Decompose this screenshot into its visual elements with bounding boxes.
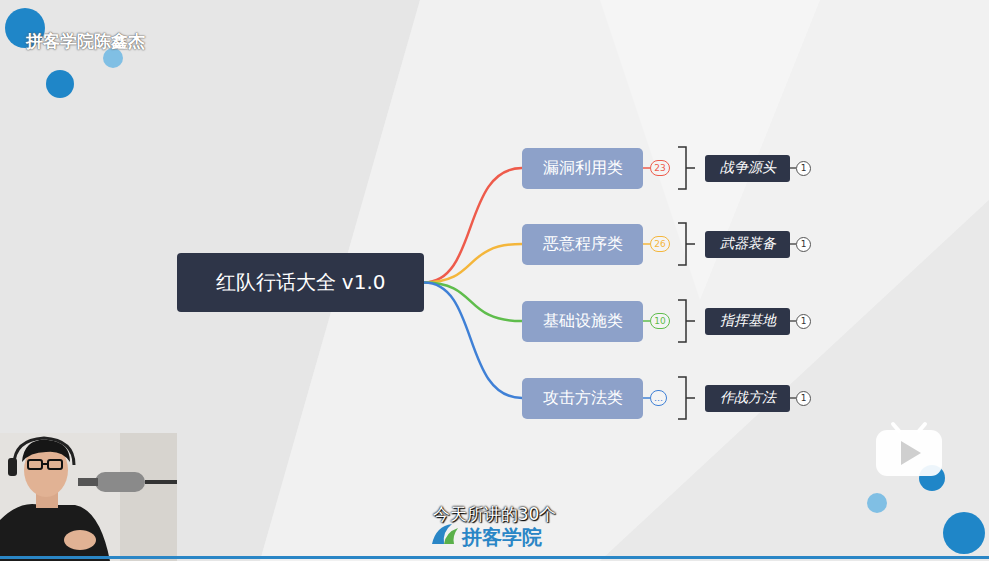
connector bbox=[643, 167, 650, 169]
connector bbox=[424, 168, 522, 283]
node-text: 10 bbox=[654, 316, 665, 326]
bracket bbox=[678, 147, 695, 419]
node-text: 1 bbox=[801, 316, 807, 326]
branch-box: 攻击方法类 bbox=[522, 378, 643, 419]
node-text: 攻击方法类 bbox=[543, 388, 623, 409]
count-badge: 10 bbox=[650, 313, 670, 329]
deco-dot bbox=[943, 512, 985, 554]
node-text: 作战方法 bbox=[720, 389, 776, 407]
node-text: 红队行话大全 v1.0 bbox=[216, 269, 386, 296]
node-text: 战争源头 bbox=[720, 159, 776, 177]
node-text: 漏洞利用类 bbox=[543, 158, 623, 179]
deco-dot bbox=[46, 70, 74, 98]
node-text: 基础设施类 bbox=[543, 311, 623, 332]
count-badge: … bbox=[650, 390, 667, 406]
node-text: … bbox=[654, 393, 663, 403]
node-text: 23 bbox=[654, 163, 665, 173]
count-badge: 26 bbox=[650, 236, 670, 252]
node-text: 1 bbox=[801, 163, 807, 173]
leaf-box: 作战方法 bbox=[705, 385, 790, 412]
leaf-box: 战争源头 bbox=[705, 155, 790, 182]
tv-icon bbox=[876, 424, 942, 476]
branch-box: 漏洞利用类 bbox=[522, 148, 643, 189]
node-text: 恶意程序类 bbox=[543, 234, 623, 255]
count-badge: 1 bbox=[796, 161, 811, 176]
count-badge: 1 bbox=[796, 237, 811, 252]
connector bbox=[643, 320, 650, 322]
root-topic: 红队行话大全 v1.0 bbox=[177, 253, 424, 312]
leaf-box: 指挥基地 bbox=[705, 308, 790, 335]
connector bbox=[424, 283, 522, 399]
count-badge: 23 bbox=[650, 160, 670, 176]
deco-dot bbox=[867, 493, 887, 513]
watermark: 拼客学院陈鑫杰 bbox=[26, 30, 145, 53]
logo-text: 拼客学院 bbox=[462, 524, 542, 551]
branch-box: 基础设施类 bbox=[522, 301, 643, 342]
connector bbox=[643, 397, 650, 399]
connector bbox=[424, 283, 522, 322]
node-text: 指挥基地 bbox=[720, 312, 776, 330]
shade bbox=[600, 200, 989, 561]
branch-box: 恶意程序类 bbox=[522, 224, 643, 265]
count-badge: 1 bbox=[796, 391, 811, 406]
bottom-line bbox=[0, 556, 989, 559]
webcam bbox=[0, 433, 177, 561]
node-text: 武器装备 bbox=[720, 235, 776, 253]
subtitle: 今天所讲的30个 bbox=[0, 503, 989, 526]
node-text: 26 bbox=[654, 239, 665, 249]
connector bbox=[424, 244, 522, 283]
connector bbox=[643, 243, 650, 245]
logo-icon bbox=[432, 524, 458, 544]
count-badge: 1 bbox=[796, 314, 811, 329]
leaf-box: 武器装备 bbox=[705, 231, 790, 258]
node-text: 1 bbox=[801, 239, 807, 249]
node-text: 1 bbox=[801, 393, 807, 403]
